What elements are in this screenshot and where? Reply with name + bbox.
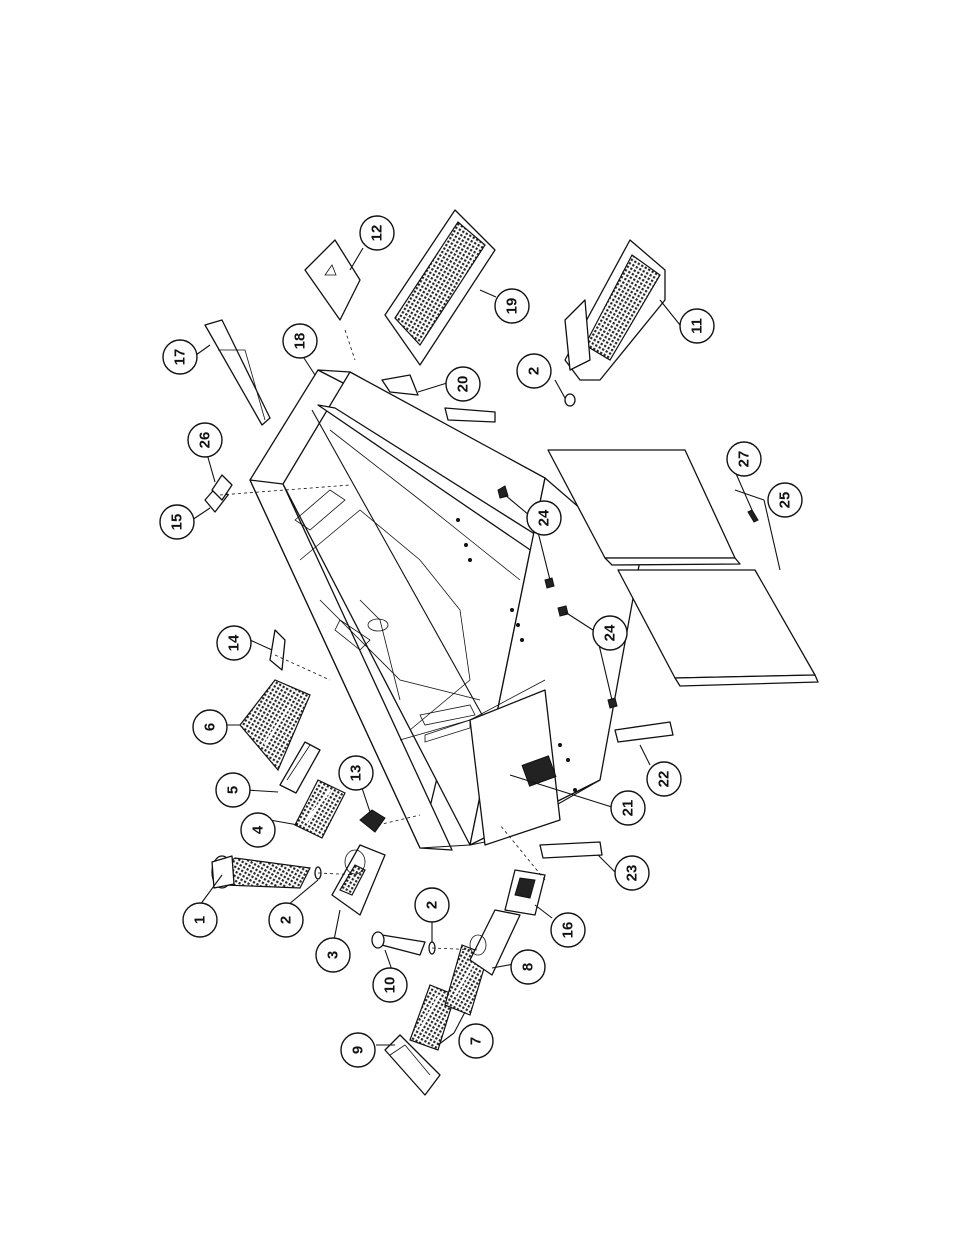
callout-label: 16 — [560, 922, 577, 939]
callout-23: 23 — [614, 855, 650, 891]
callout-label: 8 — [520, 963, 537, 971]
callout-label: 1 — [192, 916, 209, 924]
part-2-ring-c — [564, 393, 576, 407]
callout-label: 25 — [777, 492, 794, 509]
part-9-bracket — [384, 1034, 441, 1096]
callout-label: 21 — [620, 800, 637, 817]
callout-label: 26 — [197, 432, 214, 449]
callout-label: 6 — [202, 723, 219, 731]
callout-26: 26 — [187, 422, 223, 458]
callout-label: 2 — [424, 901, 441, 909]
part-19-mesh-box — [384, 209, 496, 366]
part-11-housing — [564, 239, 666, 381]
callout-label: 20 — [455, 376, 472, 393]
callout-24b: 24 — [592, 615, 628, 651]
callout-9: 9 — [340, 1032, 376, 1068]
callout-18: 18 — [282, 323, 318, 359]
callout-label: 19 — [504, 298, 521, 315]
callout-8: 8 — [510, 949, 546, 985]
callout-2a: 2 — [268, 902, 304, 938]
callout-2b: 2 — [414, 887, 450, 923]
part-25-side-panels — [547, 449, 819, 687]
callout-label: 3 — [325, 951, 342, 959]
callout-label: 24 — [536, 509, 553, 526]
callout-4: 4 — [240, 812, 276, 848]
callout-20: 20 — [445, 366, 481, 402]
callout-label: 17 — [172, 349, 189, 366]
callout-label: 15 — [169, 514, 186, 531]
dashed-assembly-lines — [219, 329, 546, 951]
callout-21: 21 — [610, 790, 646, 826]
cabinet-frame — [249, 369, 674, 859]
callout-label: 5 — [225, 786, 242, 794]
callout-7: 7 — [458, 1023, 494, 1059]
part-17-rail — [204, 319, 271, 426]
part-15-hinge — [204, 474, 233, 513]
part-13-knob — [359, 809, 386, 833]
callout-label: 27 — [736, 451, 753, 468]
callout-2c: 2 — [516, 353, 552, 389]
callout-label: 11 — [689, 318, 706, 334]
callout-16: 16 — [550, 912, 586, 948]
callout-11: 11 — [679, 308, 715, 344]
part-20-bracket — [381, 374, 419, 396]
callout-24a: 24 — [526, 500, 562, 536]
callout-3: 3 — [315, 937, 351, 973]
callout-label: 14 — [226, 634, 243, 651]
callout-label: 7 — [468, 1037, 485, 1045]
part-10-cylinder — [371, 931, 426, 956]
callout-label: 23 — [624, 865, 641, 882]
callout-label: 4 — [250, 825, 267, 834]
callout-label: 12 — [369, 225, 386, 242]
callout-1: 1 — [182, 902, 218, 938]
callout-6: 6 — [192, 709, 228, 745]
callout-label: 9 — [350, 1046, 367, 1054]
callout-19: 19 — [494, 288, 530, 324]
callout-15: 15 — [159, 504, 195, 540]
callout-5: 5 — [215, 772, 251, 808]
callout-25: 25 — [767, 482, 803, 518]
callout-label: 24 — [602, 624, 619, 641]
part-27-bolt — [747, 509, 759, 523]
callout-label: 2 — [526, 367, 543, 375]
callout-label: 22 — [656, 771, 673, 788]
callout-label: 2 — [278, 916, 295, 924]
callout-10: 10 — [372, 967, 408, 1003]
callout-17: 17 — [162, 339, 198, 375]
part-12-plate — [304, 239, 361, 321]
callout-label: 10 — [382, 977, 399, 994]
part-16-box — [504, 869, 546, 916]
callout-27: 27 — [726, 441, 762, 477]
callout-14: 14 — [216, 625, 252, 661]
callout-13: 13 — [338, 755, 374, 791]
part-6-mesh-panel — [239, 679, 311, 772]
part-3-plate — [331, 844, 386, 916]
callout-12: 12 — [359, 215, 395, 251]
callout-label: 13 — [348, 765, 365, 782]
part-1-filter-cylinder — [211, 855, 311, 889]
callout-22: 22 — [646, 761, 682, 797]
callout-label: 18 — [292, 333, 309, 350]
part-14-bracket — [269, 629, 286, 671]
part-8-plate — [469, 909, 521, 976]
part-4-mesh-panel — [294, 779, 346, 839]
part-5-bracket — [279, 741, 321, 794]
